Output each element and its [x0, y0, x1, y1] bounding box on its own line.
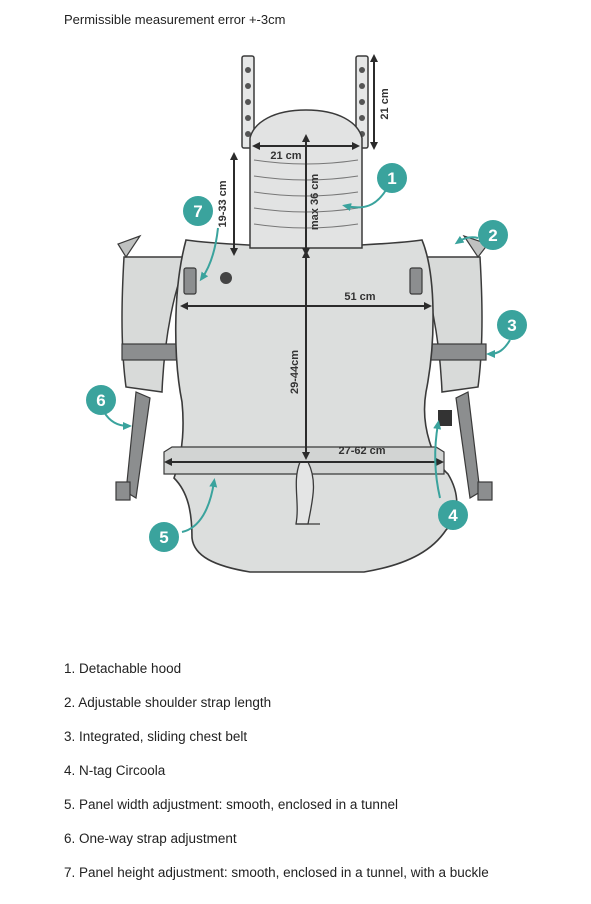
label-panel-height: 29-44cm — [289, 350, 301, 394]
upper-strap-left — [241, 55, 255, 149]
legend-item: 4. N-tag Circoola — [64, 763, 166, 778]
label-hood-width: 21 cm — [270, 150, 301, 162]
svg-text:4: 4 — [448, 506, 458, 525]
marker-4: 4 — [438, 500, 468, 530]
marker-1: 1 — [377, 163, 407, 193]
svg-text:5: 5 — [159, 528, 168, 547]
n-tag — [438, 410, 452, 426]
measurement-error-note: Permissible measurement error +-3cm — [64, 12, 286, 27]
panel-knot — [295, 461, 320, 525]
upper-strap-right — [355, 55, 369, 149]
marker-7: 7 — [183, 196, 213, 226]
legend-item: 1. Detachable hood — [64, 661, 182, 676]
marker-5: 5 — [149, 522, 179, 552]
label-waist-width: 27-62 cm — [338, 445, 385, 457]
marker-2: 2 — [478, 220, 508, 250]
legend-item: 3. Integrated, sliding chest belt — [64, 729, 248, 744]
buckle-right — [409, 267, 423, 295]
pointer-arrow-4 — [433, 420, 442, 499]
pointer-arrow-5 — [181, 478, 218, 533]
svg-text:3: 3 — [507, 316, 516, 335]
left-shoulder-pad — [115, 234, 192, 501]
buckle-left — [183, 267, 197, 295]
label-strap-length: 21 cm — [379, 88, 391, 119]
svg-text:2: 2 — [488, 226, 497, 245]
feature-legend: 1. Detachable hood 2. Adjustable shoulde… — [64, 660, 489, 898]
pointer-arrow-3 — [486, 339, 511, 358]
marker-3: 3 — [497, 310, 527, 340]
svg-text:1: 1 — [387, 169, 396, 188]
baby-carrier-diagram: 21 cm 21 cm max 36 cm 19-33 cm 51 cm 29-… — [64, 42, 540, 608]
pointer-arrow-1 — [342, 189, 387, 211]
pointer-arrow-7 — [199, 227, 219, 282]
legend-item: 6. One-way strap adjustment — [64, 831, 237, 846]
svg-text:7: 7 — [193, 202, 202, 221]
panel-button — [220, 272, 232, 284]
label-panel-width: 51 cm — [344, 291, 375, 303]
legend-item: 7. Panel height adjustment: smooth, encl… — [64, 865, 489, 880]
label-hood-height: max 36 cm — [309, 174, 321, 230]
pointer-arrow-2 — [454, 235, 479, 245]
marker-6: 6 — [86, 385, 116, 415]
legend-item: 5. Panel width adjustment: smooth, enclo… — [64, 797, 398, 812]
pointer-arrow-6 — [103, 411, 132, 430]
svg-text:6: 6 — [96, 391, 105, 410]
label-panel-adjust: 19-33 cm — [217, 180, 229, 227]
legend-item: 2. Adjustable shoulder strap length — [64, 695, 272, 710]
